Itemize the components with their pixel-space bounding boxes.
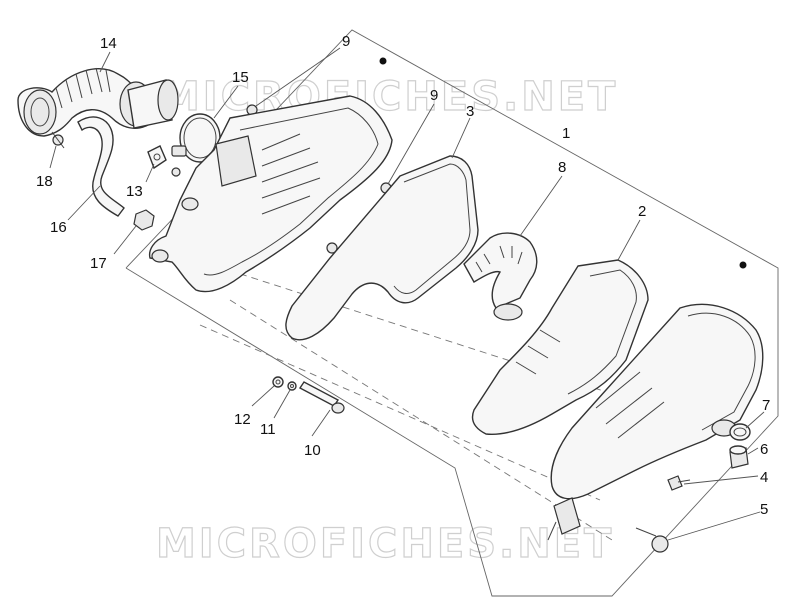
cap-nut-part[interactable] (133, 209, 155, 231)
air-filter-part[interactable] (471, 259, 649, 436)
airbox-cover-part[interactable] (547, 303, 764, 541)
callout-6: 6 (760, 441, 768, 458)
callout-15: 15 (232, 69, 249, 86)
callout-4: 4 (760, 469, 768, 486)
bolt-part[interactable] (635, 527, 669, 553)
assembly-frame (125, 29, 779, 597)
screw-part[interactable] (667, 475, 691, 491)
washer-part-11[interactable] (287, 381, 297, 391)
gasket-part[interactable] (285, 155, 479, 341)
callout-9-lower: 9 (430, 87, 438, 104)
callout-1: 1 (562, 125, 570, 142)
callout-labels: 14 15 18 13 16 17 9 9 3 1 8 2 7 6 4 5 12… (36, 33, 770, 518)
grommet-lower[interactable] (326, 242, 338, 254)
callout-14: 14 (100, 35, 117, 52)
callout-18: 18 (36, 173, 53, 190)
watermark-top: MICROFICHES.NET (159, 73, 619, 120)
callout-5: 5 (760, 501, 768, 518)
callout-3: 3 (466, 103, 474, 120)
long-bolt-part[interactable] (298, 381, 345, 414)
alignment-line-lower (199, 324, 601, 501)
alignment-line-bolt (229, 299, 613, 541)
callout-7: 7 (762, 397, 770, 414)
callout-12: 12 (234, 411, 251, 428)
callout-10: 10 (304, 442, 321, 459)
intake-duct-part[interactable] (17, 67, 179, 137)
drain-clamp-part[interactable] (729, 423, 751, 441)
airbox-housing-part[interactable] (148, 95, 393, 293)
reference-dot-right (739, 261, 747, 269)
callout-2: 2 (638, 203, 646, 220)
reference-dot-upper (379, 57, 387, 65)
breather-hose-part[interactable] (77, 116, 125, 217)
elbow-duct-part[interactable] (463, 232, 538, 321)
callout-8: 8 (558, 159, 566, 176)
bracket-part[interactable] (147, 145, 167, 170)
callout-9-upper: 9 (342, 33, 350, 50)
small-clamp-part[interactable] (51, 131, 65, 149)
callout-11: 11 (260, 421, 276, 438)
drain-plug-part[interactable] (729, 445, 749, 469)
leader-lines (49, 47, 765, 541)
callout-13: 13 (126, 183, 143, 200)
watermark-bottom: MICROFICHES.NET (155, 520, 615, 567)
washer-part-12[interactable] (272, 376, 284, 388)
callout-17: 17 (90, 255, 107, 272)
callout-16: 16 (50, 219, 67, 236)
